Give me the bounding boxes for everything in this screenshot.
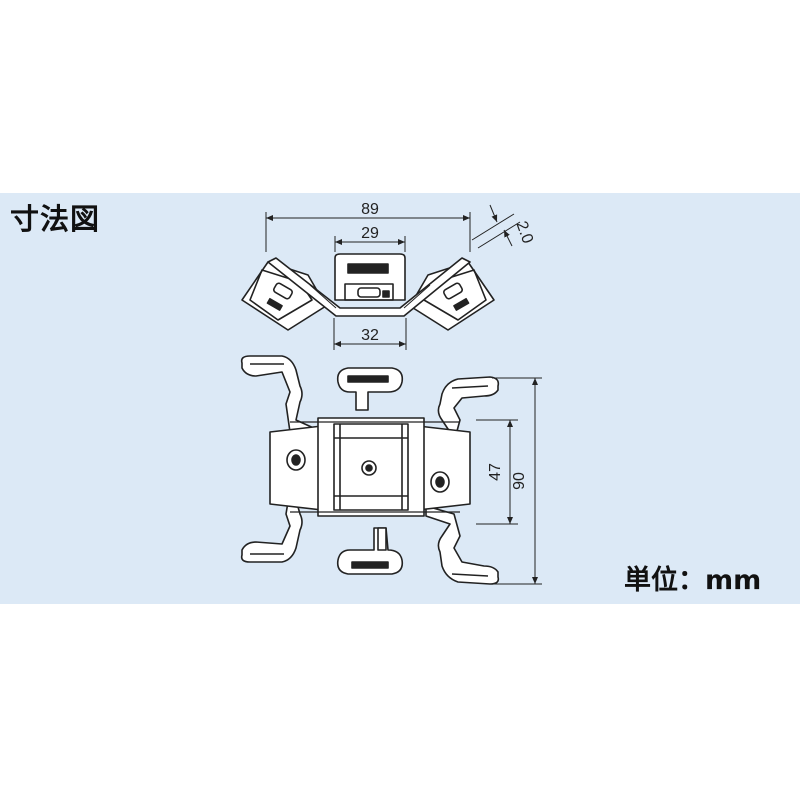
top-dimensions (265, 204, 521, 350)
bottom-center-body (317, 417, 425, 517)
top-left-clip (241, 261, 327, 331)
top-right-clip (409, 261, 495, 331)
bottom-dimensions (476, 377, 542, 585)
dim-top-overall: 89 (361, 201, 379, 218)
top-view (241, 253, 495, 331)
dim-bottom-inner: 47 (487, 463, 504, 481)
dim-bottom-overall: 90 (511, 472, 528, 490)
dim-top-bottom: 32 (361, 327, 379, 344)
dim-top-center: 29 (361, 225, 379, 242)
bottom-ear-right (417, 425, 471, 511)
dim-top-thickness: 2.0 (512, 219, 536, 246)
top-v-plate (267, 257, 471, 317)
top-center-body (334, 253, 406, 301)
bottom-ear-left (269, 425, 323, 511)
bottom-leg-upper-right (425, 376, 500, 451)
bottom-tab-bottom (336, 527, 404, 575)
drawing-title: 寸法図 (10, 202, 101, 236)
bottom-tab-top (336, 367, 404, 411)
unit-label: 単位：mm (624, 565, 762, 596)
bottom-view (240, 355, 500, 585)
bottom-leg-lower-right (425, 505, 500, 585)
